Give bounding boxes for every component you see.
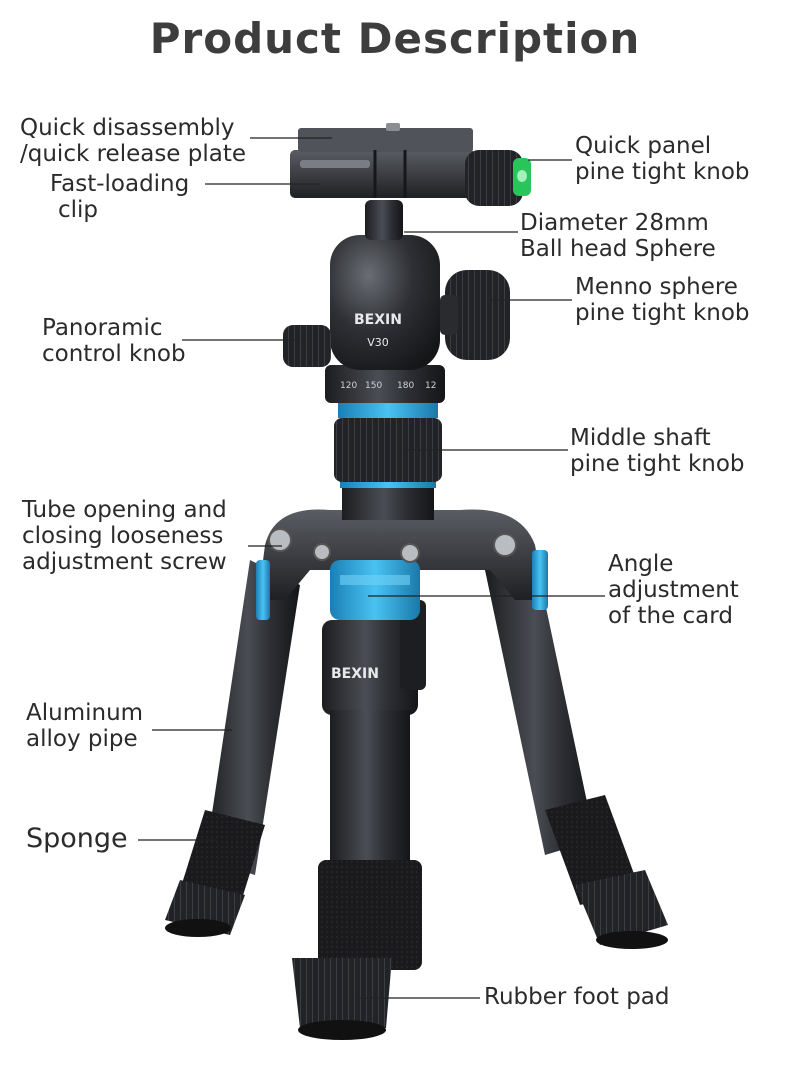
label-angle-adjustment-card: Angle adjustment of the card <box>608 551 739 629</box>
right-leg <box>485 555 668 949</box>
label-panoramic-knob: Panoramic control knob <box>42 315 186 367</box>
model-label: V30 <box>367 336 389 349</box>
callout-lines <box>138 137 605 999</box>
ball-head-base: 120 150 180 12 <box>325 365 445 403</box>
label-ball-head-sphere: Diameter 28mm Ball head Sphere <box>520 210 716 262</box>
menno-knob <box>440 270 510 360</box>
scale-180: 180 <box>397 381 414 391</box>
brand-logo: BEXIN <box>354 312 402 328</box>
label-menno-sphere-knob: Menno sphere pine tight knob <box>575 274 750 326</box>
label-quick-panel-knob: Quick panel pine tight knob <box>575 133 750 185</box>
label-aluminum-pipe: Aluminum alloy pipe <box>26 700 144 752</box>
scale-12: 12 <box>425 381 436 391</box>
leg-brand-logo: BEXIN <box>331 666 379 682</box>
label-tube-adjustment-screw: Tube opening and closing looseness adjus… <box>22 497 227 575</box>
quick-panel-knob <box>465 150 531 206</box>
label-middle-shaft-knob: Middle shaft pine tight knob <box>570 425 745 477</box>
left-leg <box>165 560 300 937</box>
middle-shaft <box>334 402 442 520</box>
panoramic-knob <box>283 325 331 367</box>
scale-120: 120 <box>340 381 357 391</box>
scale-150: 150 <box>365 381 382 391</box>
label-quick-release-plate: Quick disassembly /quick release plate <box>20 115 247 167</box>
quick-release-clamp <box>290 123 475 198</box>
leg-hub <box>256 509 548 620</box>
label-fast-loading-clip: Fast-loading clip <box>50 171 190 223</box>
label-sponge: Sponge <box>26 823 128 854</box>
center-leg <box>292 600 426 1040</box>
label-rubber-foot-pad: Rubber foot pad <box>484 984 670 1010</box>
page-title: Product Description <box>149 14 641 63</box>
ball-head: BEXIN V30 <box>330 200 440 370</box>
